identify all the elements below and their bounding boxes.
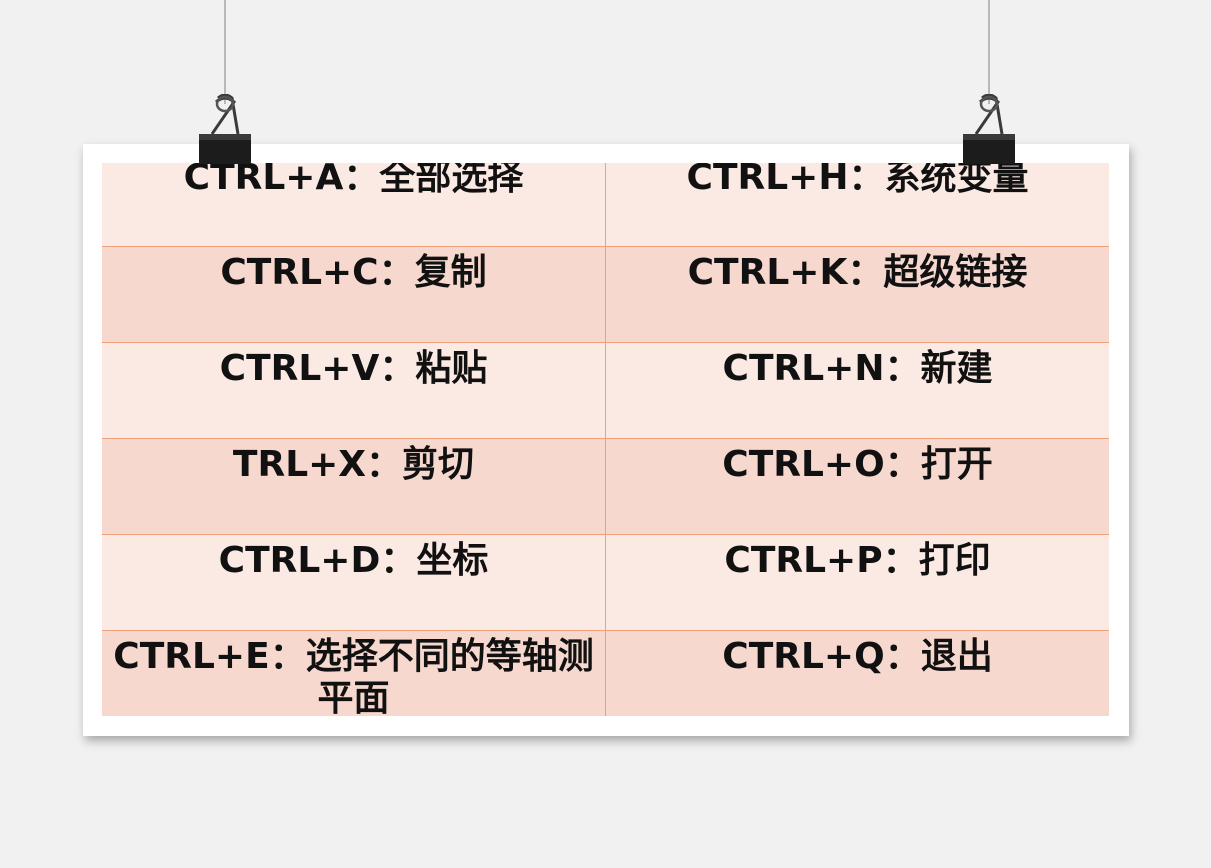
hanging-wire-right (988, 0, 990, 104)
shortcut-cell-ctrl-v: CTRL+V：粘贴 (102, 343, 606, 439)
shortcut-cell-ctrl-h: CTRL+H：系统变量 (606, 163, 1109, 247)
shortcut-table: CTRL+A：全部选择 CTRL+H：系统变量 CTRL+C：复制 CTRL+K… (102, 163, 1109, 716)
shortcut-cell-ctrl-d: CTRL+D：坐标 (102, 535, 606, 631)
hanging-wire-left (224, 0, 226, 104)
binder-clip-right-icon (963, 94, 1015, 164)
shortcut-cell-ctrl-o: CTRL+O：打开 (606, 439, 1109, 535)
shortcut-cell-ctrl-a: CTRL+A：全部选择 (102, 163, 606, 247)
hanging-poster: CTRL+A：全部选择 CTRL+H：系统变量 CTRL+C：复制 CTRL+K… (83, 144, 1129, 736)
shortcut-cell-ctrl-q: CTRL+Q：退出 (606, 631, 1109, 716)
shortcut-cell-ctrl-k: CTRL+K：超级链接 (606, 247, 1109, 343)
shortcut-cell-ctrl-x: TRL+X：剪切 (102, 439, 606, 535)
shortcut-cell-ctrl-p: CTRL+P：打印 (606, 535, 1109, 631)
shortcut-cell-ctrl-n: CTRL+N：新建 (606, 343, 1109, 439)
shortcut-cell-ctrl-c: CTRL+C：复制 (102, 247, 606, 343)
shortcut-cell-ctrl-e: CTRL+E：选择不同的等轴测平面 (102, 631, 606, 716)
binder-clip-left-icon (199, 94, 251, 164)
